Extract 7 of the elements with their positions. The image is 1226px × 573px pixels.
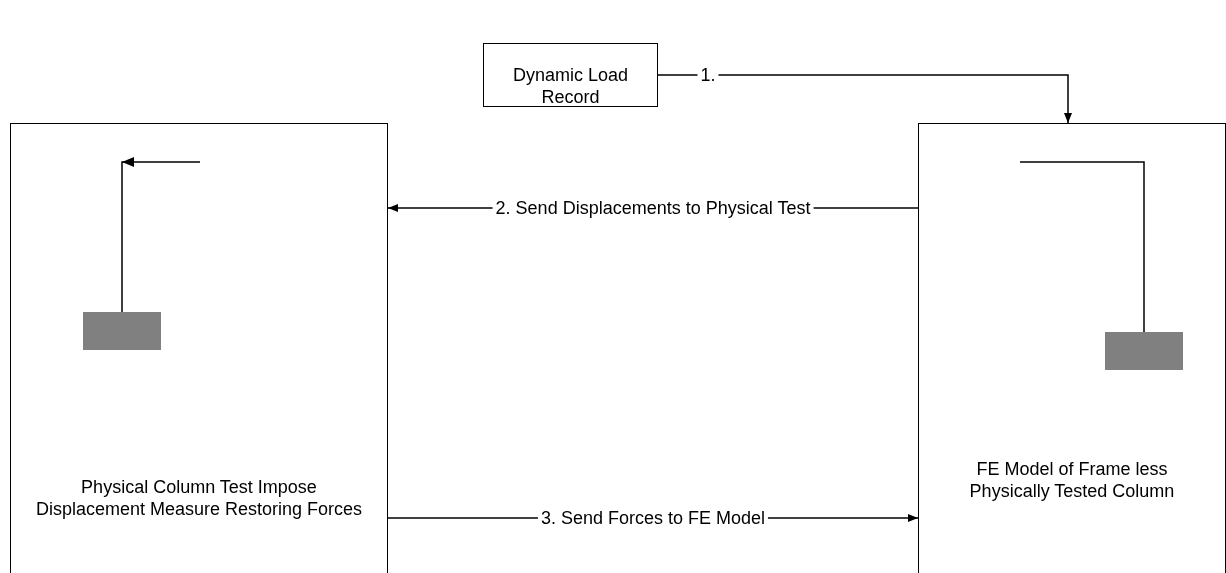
arrow <box>657 74 1072 124</box>
process-box <box>483 43 658 107</box>
process-box <box>918 123 1226 573</box>
node-text: Physical Column Test Impose Displacement Measure Restoring Forces <box>34 476 364 520</box>
node-text: Dynamic Load Record <box>511 64 630 108</box>
process-box <box>10 123 388 573</box>
node-text: FE Model of Frame less Physically Tested Column <box>968 458 1176 502</box>
